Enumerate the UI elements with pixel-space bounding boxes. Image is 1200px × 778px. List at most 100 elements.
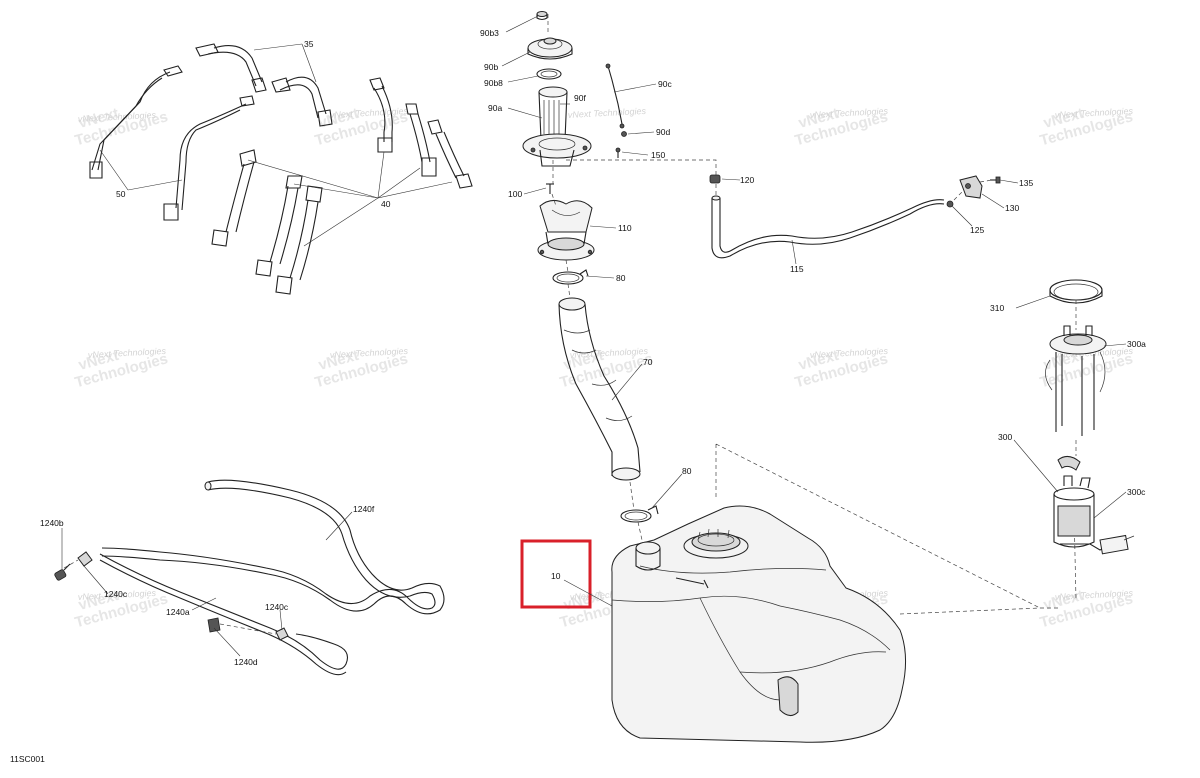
strap-35[interactable] [195, 43, 267, 93]
part-1240c-a[interactable] [77, 551, 93, 567]
filler-neck-assembly [522, 11, 717, 541]
watermark: vNext Technologies [558, 347, 655, 392]
part-115-vent-hose[interactable] [711, 195, 945, 259]
label-1240a[interactable]: 1240a [166, 607, 190, 617]
strap-35b[interactable] [271, 76, 333, 127]
label-300[interactable]: 300 [998, 432, 1012, 442]
part-300c[interactable] [1060, 534, 1135, 555]
strap-40c[interactable] [275, 185, 323, 295]
evap-line-assembly [54, 479, 445, 676]
part-labels: 35 50 40 90b3 90b 90b8 90a 90f 90c 90d 1… [40, 28, 1146, 667]
watermark-text: vNext Technologies [810, 106, 889, 120]
filler-leaders [501, 15, 683, 509]
watermark-text: vNext Technologies [88, 346, 167, 360]
watermark-text: vNext Technologies [568, 106, 647, 120]
highlight-box [520, 539, 592, 609]
part-120[interactable] [709, 174, 721, 184]
part-1240b[interactable] [54, 563, 71, 581]
part-90a[interactable] [522, 86, 592, 167]
watermark: vNext Technologies [313, 105, 410, 150]
label-90b3[interactable]: 90b3 [480, 28, 499, 38]
part-110[interactable] [537, 200, 595, 261]
label-35[interactable]: 35 [304, 39, 314, 49]
label-1240c-a[interactable]: 1240c [104, 589, 128, 599]
part-130[interactable] [959, 175, 983, 199]
label-90b8[interactable]: 90b8 [484, 78, 503, 88]
strap-40a[interactable] [211, 149, 257, 247]
part-10-fuel-tank[interactable] [611, 443, 1077, 743]
watermark-text: vNext Technologies [570, 346, 649, 360]
strap-40f[interactable] [427, 119, 473, 189]
part-90c[interactable] [605, 63, 625, 129]
label-80-lower[interactable]: 80 [682, 466, 692, 476]
label-130[interactable]: 130 [1005, 203, 1019, 213]
part-125[interactable] [946, 200, 954, 208]
label-150[interactable]: 150 [651, 150, 665, 160]
part-80-lower[interactable] [620, 505, 659, 523]
strap-50a[interactable] [89, 65, 183, 179]
label-80-upper[interactable]: 80 [616, 273, 626, 283]
part-300[interactable] [1053, 456, 1095, 548]
part-90b3[interactable] [536, 11, 548, 21]
part-100[interactable] [546, 183, 554, 194]
label-90d[interactable]: 90d [656, 127, 670, 137]
vent-line-assembly [709, 174, 1019, 265]
label-300c[interactable]: 300c [1127, 487, 1146, 497]
watermark: vNext Technologies [313, 347, 410, 392]
part-90d[interactable] [621, 131, 627, 137]
part-300a[interactable] [1045, 325, 1107, 436]
part-1240d[interactable] [207, 617, 221, 633]
label-40[interactable]: 40 [381, 199, 391, 209]
label-135[interactable]: 135 [1019, 178, 1033, 188]
label-125[interactable]: 125 [970, 225, 984, 235]
label-1240b[interactable]: 1240b [40, 518, 64, 528]
part-135[interactable] [990, 176, 1001, 184]
watermark: vNext Technologies [1038, 587, 1135, 632]
watermark: vNext Technologies [73, 587, 170, 632]
watermark: vNext Technologies [1038, 105, 1135, 150]
label-1240c-b[interactable]: 1240c [265, 602, 289, 612]
part-1240a-hose[interactable] [99, 553, 349, 676]
label-90b[interactable]: 90b [484, 62, 498, 72]
leader-10 [563, 579, 613, 607]
label-310[interactable]: 310 [990, 303, 1004, 313]
label-50[interactable]: 50 [116, 189, 126, 199]
strap-40e[interactable] [405, 103, 437, 177]
watermark-text: vNext Technologies [78, 110, 157, 124]
strap-40b[interactable] [255, 175, 303, 277]
watermark-text: vNext Technologies [330, 106, 409, 120]
label-110[interactable]: 110 [618, 223, 632, 233]
part-80-upper[interactable] [552, 269, 589, 285]
label-90f[interactable]: 90f [574, 93, 586, 103]
part-310[interactable] [1049, 279, 1103, 304]
fuel-pump-assembly [1013, 279, 1135, 555]
label-10[interactable]: 10 [551, 571, 561, 581]
label-1240d[interactable]: 1240d [234, 657, 258, 667]
label-300a[interactable]: 300a [1127, 339, 1146, 349]
strap-leaders [99, 43, 453, 247]
strap-40d[interactable] [369, 77, 393, 153]
part-1240c-b[interactable] [275, 627, 289, 641]
label-70[interactable]: 70 [643, 357, 653, 367]
watermark-text: vNext Technologies [330, 346, 409, 360]
watermarks: vNext Technologies vNext Technologies vN… [73, 105, 1135, 632]
strap-50b[interactable] [163, 95, 255, 221]
label-120[interactable]: 120 [740, 175, 754, 185]
fuel-tank-straps [89, 43, 473, 295]
label-1240f[interactable]: 1240f [353, 504, 375, 514]
part-1240f-hose[interactable] [101, 479, 445, 615]
label-100[interactable]: 100 [508, 189, 522, 199]
part-70-filler-hose[interactable] [558, 297, 641, 481]
label-115[interactable]: 115 [790, 264, 804, 274]
watermark: vNext Technologies [73, 347, 170, 392]
watermark-text: vNext Technologies [1055, 588, 1134, 602]
label-90a[interactable]: 90a [488, 103, 502, 113]
part-90b[interactable] [527, 37, 573, 60]
part-150[interactable] [615, 147, 621, 158]
label-90c[interactable]: 90c [658, 79, 672, 89]
part-90b8[interactable] [536, 68, 562, 80]
watermark-text: vNext Technologies [78, 588, 157, 602]
diagram-id: 11SC001 [10, 754, 45, 764]
